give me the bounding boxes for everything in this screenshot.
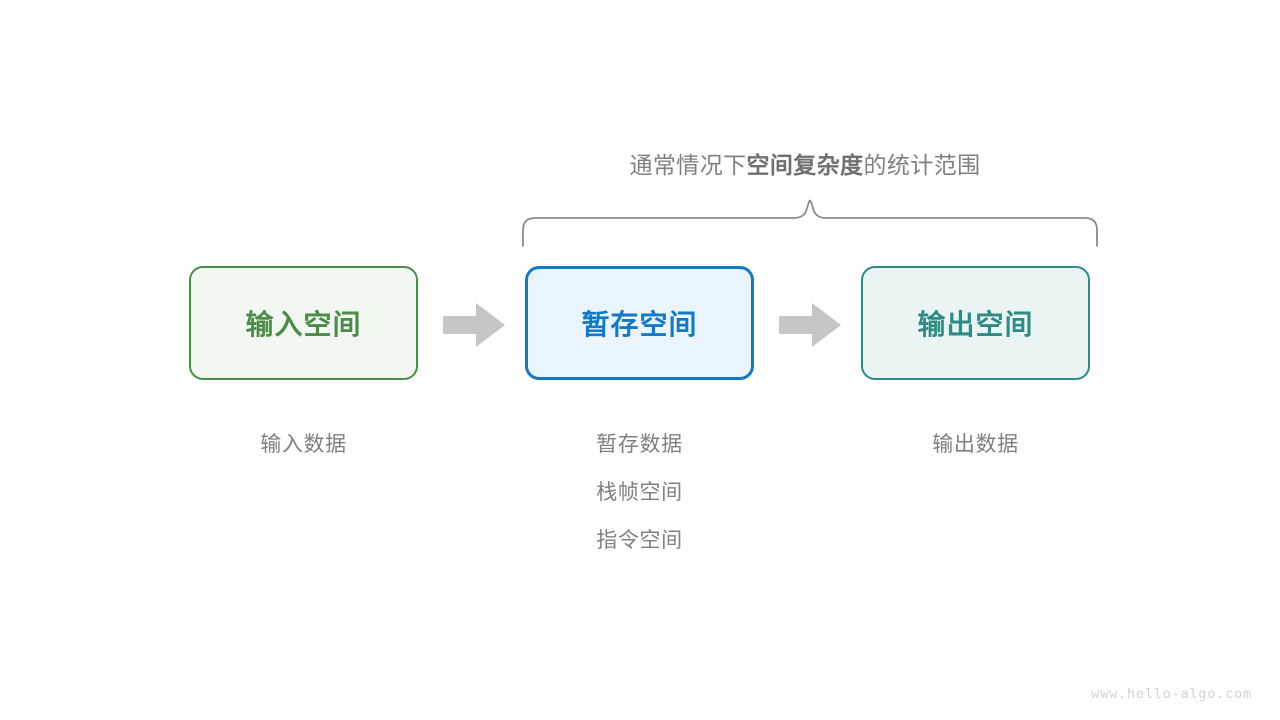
stage-labels-output: 输出数据: [861, 421, 1090, 469]
caption-emphasis: 空间复杂度: [746, 152, 864, 178]
list-item: 栈帧空间: [596, 481, 683, 504]
stage-box-temp-label: 暂存空间: [581, 309, 698, 340]
stage-box-output-label: 输出空间: [917, 309, 1034, 340]
caption-suffix: 的统计范围: [863, 152, 981, 178]
right-arrow-icon: [779, 303, 841, 347]
list-item: 暂存数据: [596, 433, 683, 456]
caption-prefix: 通常情况下: [629, 152, 747, 178]
right-arrow-icon: [443, 303, 505, 347]
list-item: 指令空间: [596, 529, 683, 552]
watermark: www.hello-algo.com: [1091, 686, 1252, 702]
scope-brace: [515, 198, 1105, 248]
list-item: 输出数据: [932, 433, 1019, 456]
stage-box-output[interactable]: 输出空间: [861, 266, 1090, 380]
stage-box-input-label: 输入空间: [245, 309, 362, 340]
flow-arrow-input-to-temp: [443, 303, 505, 347]
stage-box-temp[interactable]: 暂存空间: [525, 266, 754, 380]
brace-icon: [522, 199, 1098, 247]
stage-labels-temp: 暂存数据 栈帧空间 指令空间: [525, 421, 754, 565]
brace-caption: 通常情况下空间复杂度的统计范围: [0, 146, 1280, 180]
flow-arrow-temp-to-output: [779, 303, 841, 347]
stage-labels-input: 输入数据: [189, 421, 418, 469]
list-item: 输入数据: [260, 433, 347, 456]
stage-box-input[interactable]: 输入空间: [189, 266, 418, 380]
